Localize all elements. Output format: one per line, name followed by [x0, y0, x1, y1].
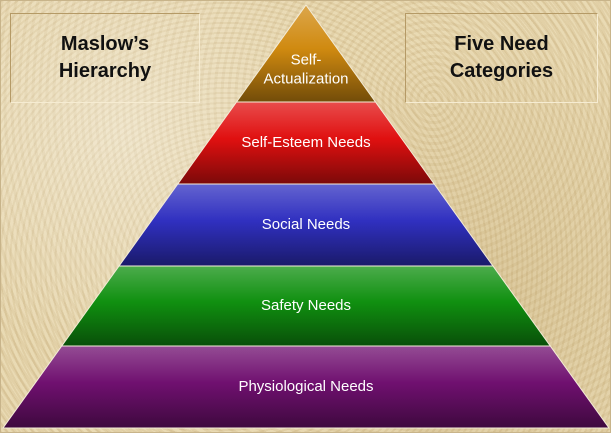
- tier-label: Safety Needs: [261, 297, 351, 314]
- tier-label: Actualization: [263, 70, 348, 87]
- pyramid-tier-5: [2, 345, 610, 429]
- hierarchy-title: Maslow’s Hierarchy: [10, 13, 200, 103]
- tier-label: Social Needs: [262, 216, 350, 233]
- tier-label: Self-Esteem Needs: [241, 134, 370, 151]
- tier-label: Self-: [291, 51, 322, 68]
- tier-label: Physiological Needs: [238, 378, 373, 395]
- categories-title: Five Need Categories: [405, 13, 598, 103]
